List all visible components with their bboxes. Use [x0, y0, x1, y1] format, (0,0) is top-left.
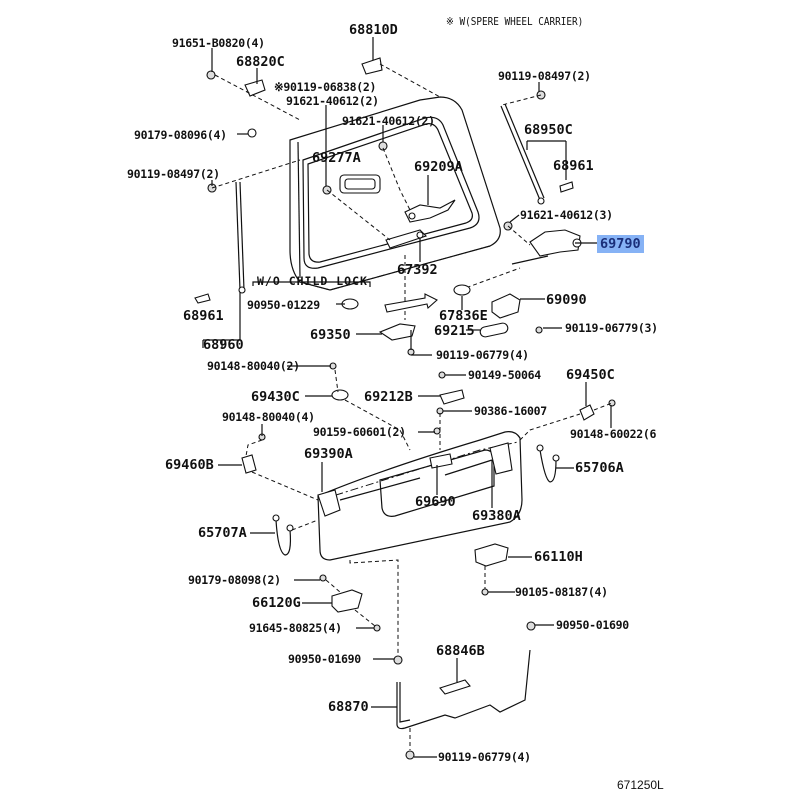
part-label-90119-08497-left[interactable]: 90119-08497(2) — [127, 167, 220, 181]
part-label-90148-60022[interactable]: 90148-60022(6 — [570, 427, 657, 441]
part-label-90119-06779-4-b[interactable]: 90119-06779(4) — [438, 750, 531, 764]
part-label-68820C[interactable]: 68820C — [236, 54, 285, 70]
part-label-69380A[interactable]: 69380A — [472, 508, 521, 524]
part-label-90179-08096[interactable]: 90179-08096(4) — [134, 128, 227, 142]
part-69277A-shape — [339, 174, 381, 194]
direction-arrow — [384, 293, 438, 313]
part-67392-shape — [385, 229, 428, 249]
part-label-68961-right[interactable]: 68961 — [553, 158, 594, 174]
leader-lines — [211, 37, 612, 758]
part-label-69430C[interactable]: 69430C — [251, 389, 300, 405]
part-label-90148-80040-4[interactable]: 90148-80040(4) — [222, 410, 315, 424]
part-label-67836E[interactable]: 67836E — [439, 308, 488, 324]
part-label-68846B[interactable]: 68846B — [436, 643, 485, 659]
part-label-90119-06779-4-a[interactable]: 90119-06779(4) — [436, 348, 529, 362]
part-label-68810D[interactable]: 68810D — [349, 22, 398, 38]
part-label-90950-01229[interactable]: 90950-01229 — [247, 298, 320, 312]
part-label-91651-B0820[interactable]: 91651-B0820(4) — [172, 36, 265, 50]
back-door-upper-panel — [289, 96, 501, 291]
part-label-90105-08187[interactable]: 90105-08187(4) — [515, 585, 608, 599]
part-68870-shape — [396, 649, 531, 730]
part-label-90179-08098[interactable]: 90179-08098(2) — [188, 573, 281, 587]
part-label-90950-01690-right[interactable]: 90950-01690 — [556, 618, 629, 632]
part-label-90159-60601[interactable]: 90159-60601(2) — [313, 425, 406, 439]
part-label-69212B[interactable]: 69212B — [364, 389, 413, 405]
part-label-90148-80040-2[interactable]: 90148-80040(2) — [207, 359, 300, 373]
part-label-68961-left[interactable]: 68961 — [183, 308, 224, 324]
part-69090-shape — [491, 293, 521, 319]
strut-right-68950C — [500, 103, 545, 205]
part-label-68870[interactable]: 68870 — [328, 699, 369, 715]
part-label-69460B[interactable]: 69460B — [165, 457, 214, 473]
part-label-66120G[interactable]: 66120G — [252, 595, 301, 611]
part-label-65706A[interactable]: 65706A — [575, 460, 624, 476]
part-label-91621-40612-b[interactable]: 91621-40612(2) — [342, 114, 435, 128]
spare-wheel-carrier-note: ※ W(SPERE WHEEL CARRIER) — [446, 15, 584, 28]
part-label-69277A[interactable]: 69277A — [312, 150, 361, 166]
part-label-91621-40612-a[interactable]: 91621-40612(2) — [286, 94, 379, 108]
part-label-69215[interactable]: 69215 — [434, 323, 475, 339]
part-label-69209A[interactable]: 69209A — [414, 159, 463, 175]
part-label-91621-40612-c[interactable]: 91621-40612(3) — [520, 208, 613, 222]
part-label-65707A[interactable]: 65707A — [198, 525, 247, 541]
part-label-69390A[interactable]: 69390A — [304, 446, 353, 462]
part-label-69350[interactable]: 69350 — [310, 327, 351, 343]
part-label-91645-80825[interactable]: 91645-80825(4) — [249, 621, 342, 635]
subgroup-label-wo-child-lock: W/O CHILD LOCK — [257, 274, 368, 288]
part-label-69450C[interactable]: 69450C — [566, 367, 615, 383]
part-label-90386-16007[interactable]: 90386-16007 — [474, 404, 547, 418]
figure-code: 671250L — [617, 778, 664, 792]
part-label-67392[interactable]: 67392 — [397, 262, 438, 278]
part-label-90950-01690-left[interactable]: 90950-01690 — [288, 652, 361, 666]
part-69209A-shape — [404, 199, 456, 223]
strut-left — [235, 181, 246, 294]
part-label-90149-50064[interactable]: 90149-50064 — [468, 368, 541, 382]
part-label-66110H[interactable]: 66110H — [534, 549, 583, 565]
part-label-90119-06838[interactable]: ※90119-06838(2) — [274, 80, 377, 94]
part-label-69690[interactable]: 69690 — [415, 494, 456, 510]
part-label-68960[interactable]: 68960 — [203, 337, 244, 353]
part-label-90119-08497-right[interactable]: 90119-08497(2) — [498, 69, 591, 83]
part-label-90119-06779-3[interactable]: 90119-06779(3) — [565, 321, 658, 335]
part-label-69090[interactable]: 69090 — [546, 292, 587, 308]
part-label-68950C[interactable]: 68950C — [524, 122, 573, 138]
part-label-69790-highlighted[interactable]: 69790 — [597, 235, 644, 253]
part-69790-shape — [511, 229, 582, 265]
